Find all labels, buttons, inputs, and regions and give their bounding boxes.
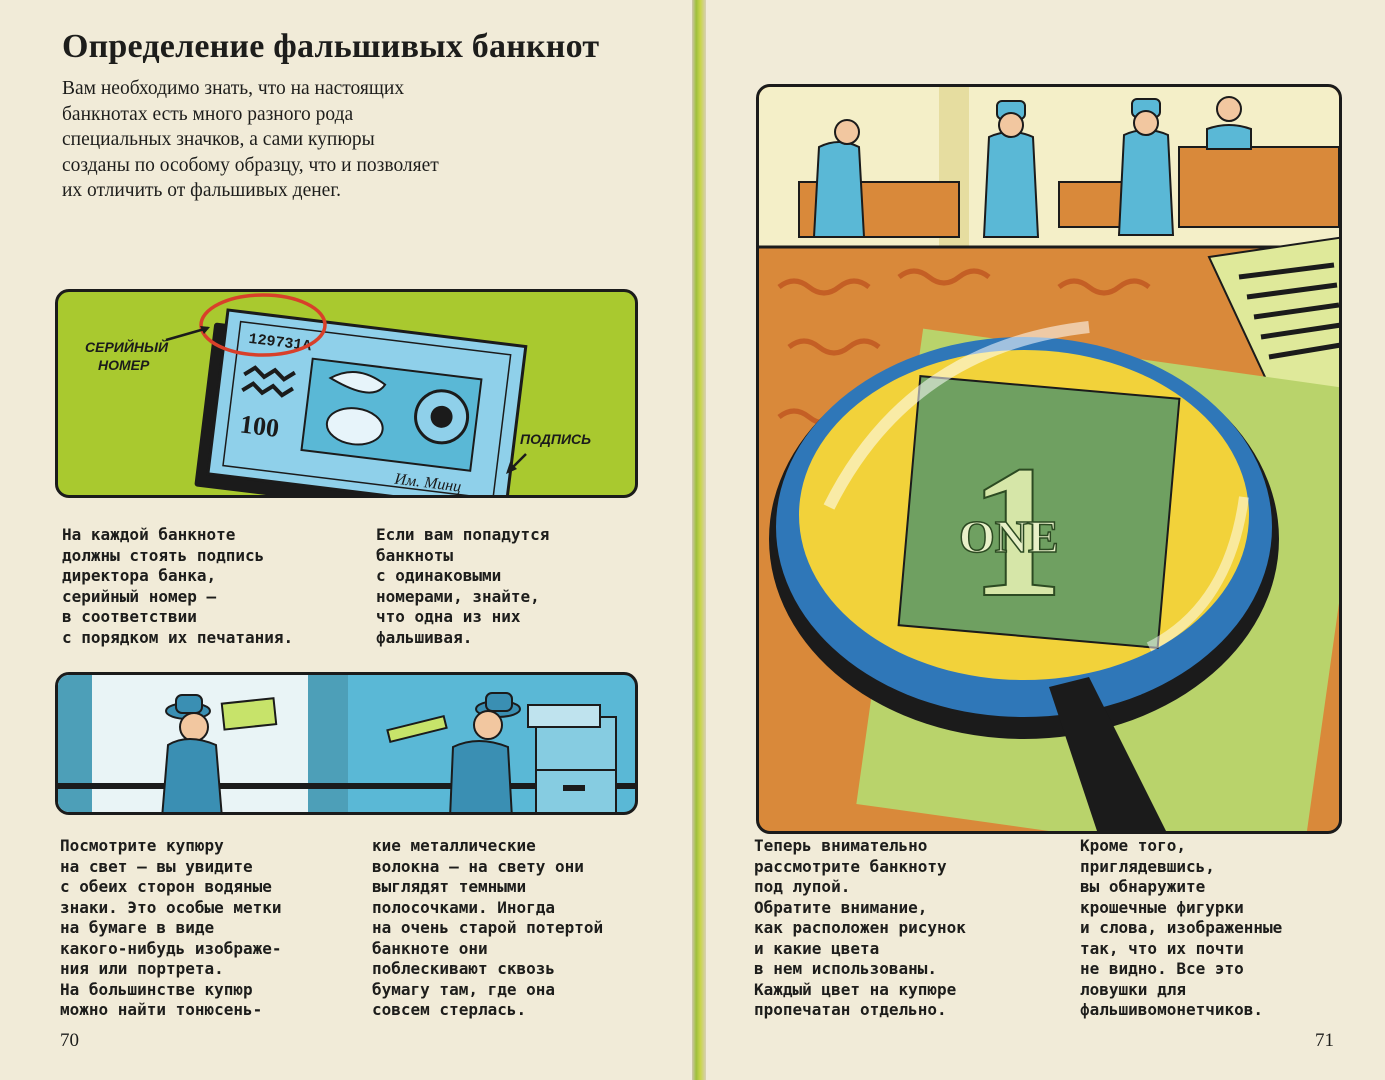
watermark-illustration [58,675,635,812]
page-title: Определение фальшивых банкнот [62,28,600,65]
magnifier-handle [1049,677,1166,831]
book-gutter [692,0,706,1080]
detective-holding-note [161,694,278,812]
detective-inspecting-note [386,692,521,812]
desk-wood-texture [777,268,1321,426]
left-page [0,0,692,1080]
office-clerks [812,96,1252,238]
text-column-duplicates: Если вам попадутся банкноты с одинаковым… [376,525,550,647]
text-column-watermarks: Посмотрите купюру на свет — вы увидите с… [60,836,282,1019]
right-curtain [308,675,348,812]
watermark-illustration-panel [55,672,638,815]
text-column-metal-fibers: кие металлические волокна — на свету они… [372,836,604,1019]
text-column-tiny-figures: Кроме того, приглядевшись, вы обнаружите… [1080,836,1283,1019]
serial-highlight-circle [199,293,327,357]
magnifier-illustration: 1 ONE [759,87,1339,831]
serial-label-line1: СЕРИЙНЫЙ [85,338,169,355]
intro-paragraph: Вам необходимо знать, что на настоящих б… [62,78,439,201]
magnified-word: ONE [959,511,1059,562]
banknote-denomination: 100 [238,409,280,443]
page-number-left: 70 [60,1030,79,1051]
magnified-bill [897,375,1181,649]
banknote-illustration-panel: 129731A 100 Им. Минц СЕРИЙНЫЙ НОМЕР ПОДП… [55,289,638,498]
serial-label-line2: НОМЕР [98,357,150,373]
magnified-digit: 1 [969,427,1064,637]
document-sheet [1207,236,1339,409]
text-column-signature: На каждой банкноте должны стоять подпись… [62,525,294,647]
left-curtain [58,675,92,812]
magnifier-illustration-panel: 1 ONE [756,84,1342,834]
serial-arrow-icon [165,326,209,342]
text-column-examine: Теперь внимательно рассмотрите банкноту … [754,836,966,1019]
signature-label: ПОДПИСЬ [520,431,591,447]
filing-cabinet [527,704,617,812]
page-number-right: 71 [1315,1030,1334,1051]
magnifying-glass: 1 ONE [769,321,1279,831]
banknote-illustration: 129731A 100 Им. Минц СЕРИЙНЫЙ НОМЕР ПОДП… [85,293,591,495]
